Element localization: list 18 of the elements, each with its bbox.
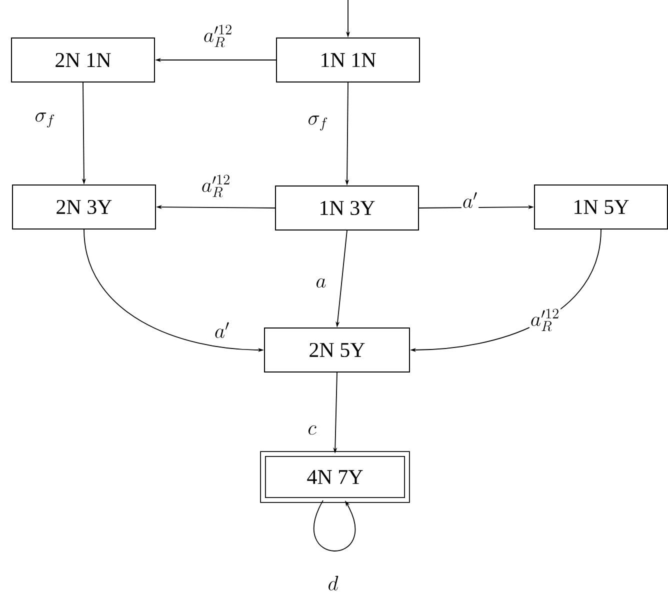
edge-label: $\sigma_f$: [34, 112, 56, 128]
state-box: 2N 1N: [11, 38, 155, 82]
edge-label: $c$: [306, 424, 318, 436]
state-box: 4N 7Y: [260, 451, 410, 503]
edge-label: $\sigma_f$: [306, 114, 330, 132]
edge-label: $a$: [314, 278, 328, 288]
state-box: 1N 3Y: [275, 186, 419, 230]
edge-label: $a'^{12}_R$: [202, 24, 234, 48]
state-box: 1N 5Y: [534, 184, 668, 230]
arrow: [313, 500, 356, 552]
edge-label: $a'$: [461, 191, 479, 209]
state-box: 2N 3Y: [12, 184, 156, 230]
edge-label: $a'^{12}_R$: [200, 174, 232, 198]
edge-label: $a'$: [213, 321, 231, 339]
state-box: 1N 1N: [276, 38, 420, 82]
edge-label: $d$: [326, 574, 340, 592]
state-box: 2N 5Y: [264, 328, 410, 372]
edge-label: $a'^{12}_R$: [529, 308, 561, 332]
